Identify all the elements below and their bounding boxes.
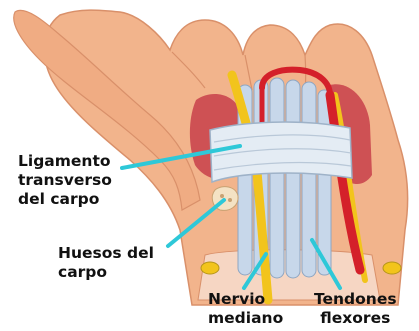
carpal-bone-dot <box>228 198 232 202</box>
label-huesos: Huesos del carpo <box>58 244 154 282</box>
label-tendones: Tendones flexores <box>314 290 397 328</box>
label-nervio: Nervio mediano <box>208 290 283 328</box>
transverse-carpal-ligament <box>210 122 352 182</box>
tendon-cut-end <box>201 262 219 274</box>
tendon-cut-end <box>383 262 401 274</box>
flexor-tendon <box>302 82 316 277</box>
flexor-tendon <box>286 80 300 278</box>
flexor-tendon <box>270 78 284 278</box>
label-ligamento: Ligamento transverso del carpo <box>18 152 112 209</box>
carpal-bone-dot <box>220 194 224 198</box>
